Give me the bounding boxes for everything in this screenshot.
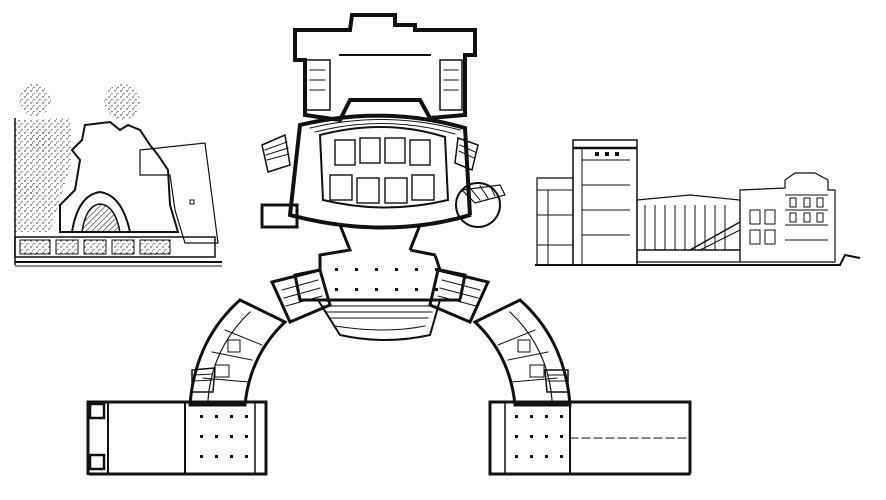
ground-area xyxy=(15,118,72,232)
building-section xyxy=(535,139,861,266)
main-floor-plan xyxy=(86,13,692,476)
east-joint xyxy=(428,268,491,324)
west-joint xyxy=(269,268,332,324)
entrance-stair xyxy=(316,299,442,341)
north-stairs xyxy=(261,133,479,173)
west-pavilion xyxy=(86,400,268,476)
adjacent-building xyxy=(139,142,219,244)
site-plan xyxy=(14,84,222,267)
site-garden-outline xyxy=(59,120,180,233)
auditorium xyxy=(287,113,473,230)
stair-tower xyxy=(455,182,506,228)
central-lobby xyxy=(293,223,467,302)
east-curved-wing xyxy=(472,298,572,407)
north-block xyxy=(293,13,477,123)
east-pavilion xyxy=(488,400,692,476)
west-curved-wing xyxy=(188,298,288,407)
